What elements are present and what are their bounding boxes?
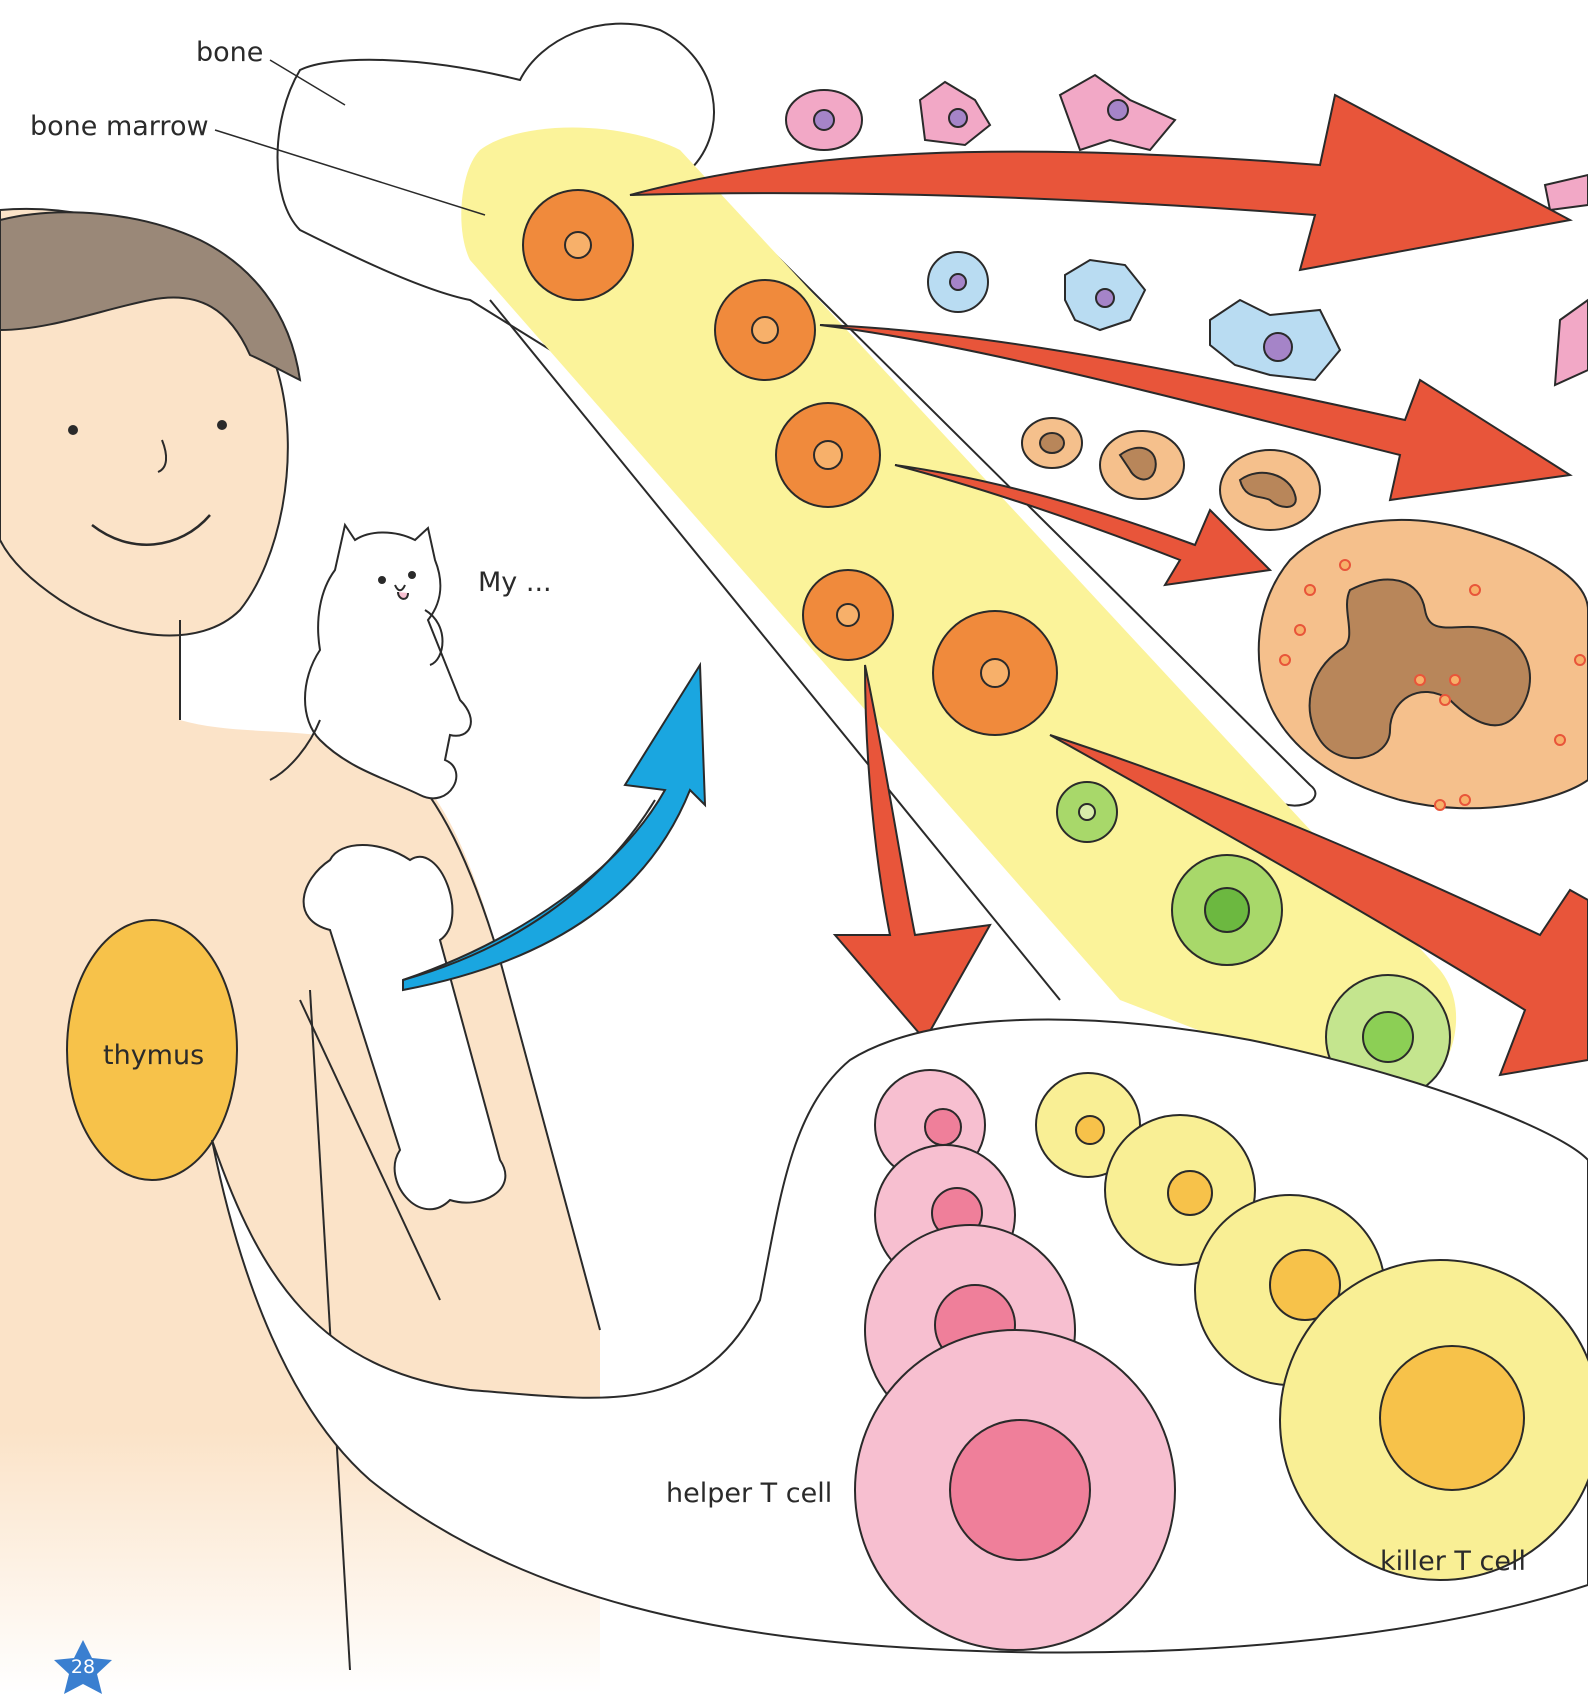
- page-number: 28: [56, 1656, 110, 1678]
- label-my: My ...: [478, 567, 552, 598]
- blue-cells: [928, 252, 1340, 380]
- label-thymus: thymus: [103, 1040, 204, 1071]
- label-bone-marrow: bone marrow: [30, 111, 209, 142]
- label-killer-t-cell: killer T cell: [1380, 1546, 1526, 1577]
- left-eye: [68, 425, 78, 435]
- label-helper-t-cell: helper T cell: [666, 1478, 832, 1509]
- granulocyte: [1259, 520, 1588, 810]
- right-eye: [217, 420, 227, 430]
- label-bone: bone: [196, 37, 263, 68]
